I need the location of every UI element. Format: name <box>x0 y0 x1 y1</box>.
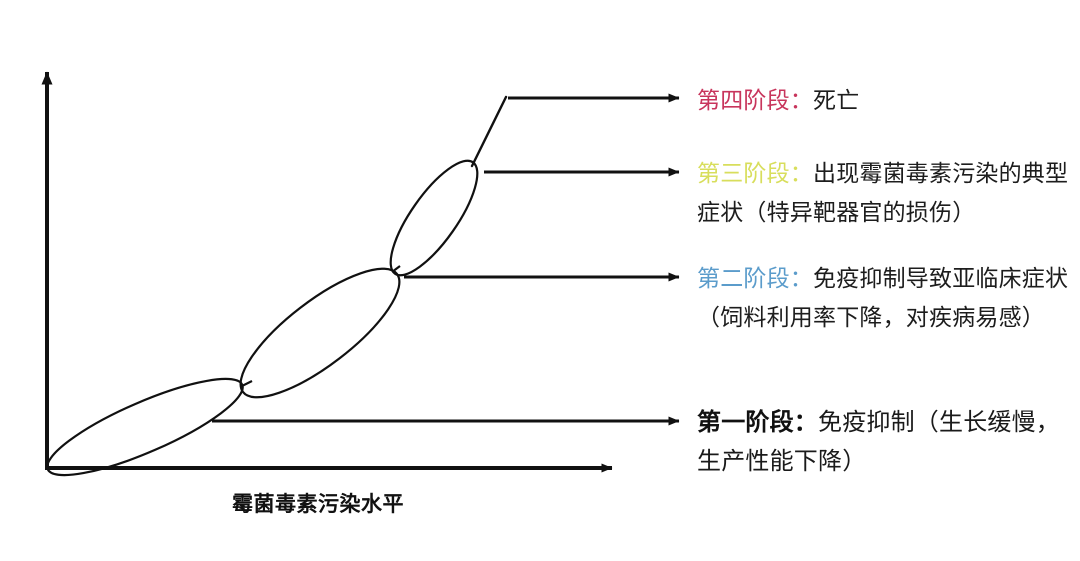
legend-entry-stage-two: 第二阶段：免疫抑制导致亚临床症状（饲料利用率下降，对疾病易感） <box>697 260 1080 338</box>
stage-3-ellipse <box>389 159 479 277</box>
stage-curve-diagram <box>41 71 680 477</box>
stage-one-description: 免疫抑制（生长缓慢，生产性能下降） <box>697 408 1060 475</box>
stage-four-label: 第四阶段： <box>697 88 813 114</box>
legend-entry-stage-one: 第一阶段：免疫抑制（生长缓慢，生产性能下降） <box>697 403 1080 481</box>
stage-2-ellipse <box>239 267 401 399</box>
stage-two-label: 第二阶段： <box>697 266 813 292</box>
stage-three-label: 第三阶段： <box>697 161 813 187</box>
stage-4-line <box>470 95 508 168</box>
stage-ellipse-group <box>46 159 479 477</box>
stage-legend: 第四阶段：死亡 第三阶段：出现霉菌毒素污染的典型症状（特异靶器官的损伤） 第二阶… <box>697 0 1080 561</box>
stage-three-description: 出现霉菌毒素污染的典型症状（特异靶器官的损伤） <box>697 161 1069 226</box>
chart-axes <box>41 71 613 473</box>
stage-four-description: 死亡 <box>813 88 860 114</box>
stage-two-description: 免疫抑制导致亚临床症状（饲料利用率下降，对疾病易感） <box>697 266 1069 331</box>
stage-1-ellipse <box>46 377 244 477</box>
legend-entry-stage-four: 第四阶段：死亡 <box>697 82 1080 121</box>
x-axis-caption: 霉菌毒素污染水平 <box>232 492 404 516</box>
curve-connector-1 <box>241 380 253 387</box>
legend-entry-stage-three: 第三阶段：出现霉菌毒素污染的典型症状（特异靶器官的损伤） <box>697 155 1080 233</box>
leader-arrow-group <box>212 93 680 426</box>
curve-connector-2 <box>391 265 401 273</box>
stage-one-label: 第一阶段： <box>697 408 818 436</box>
